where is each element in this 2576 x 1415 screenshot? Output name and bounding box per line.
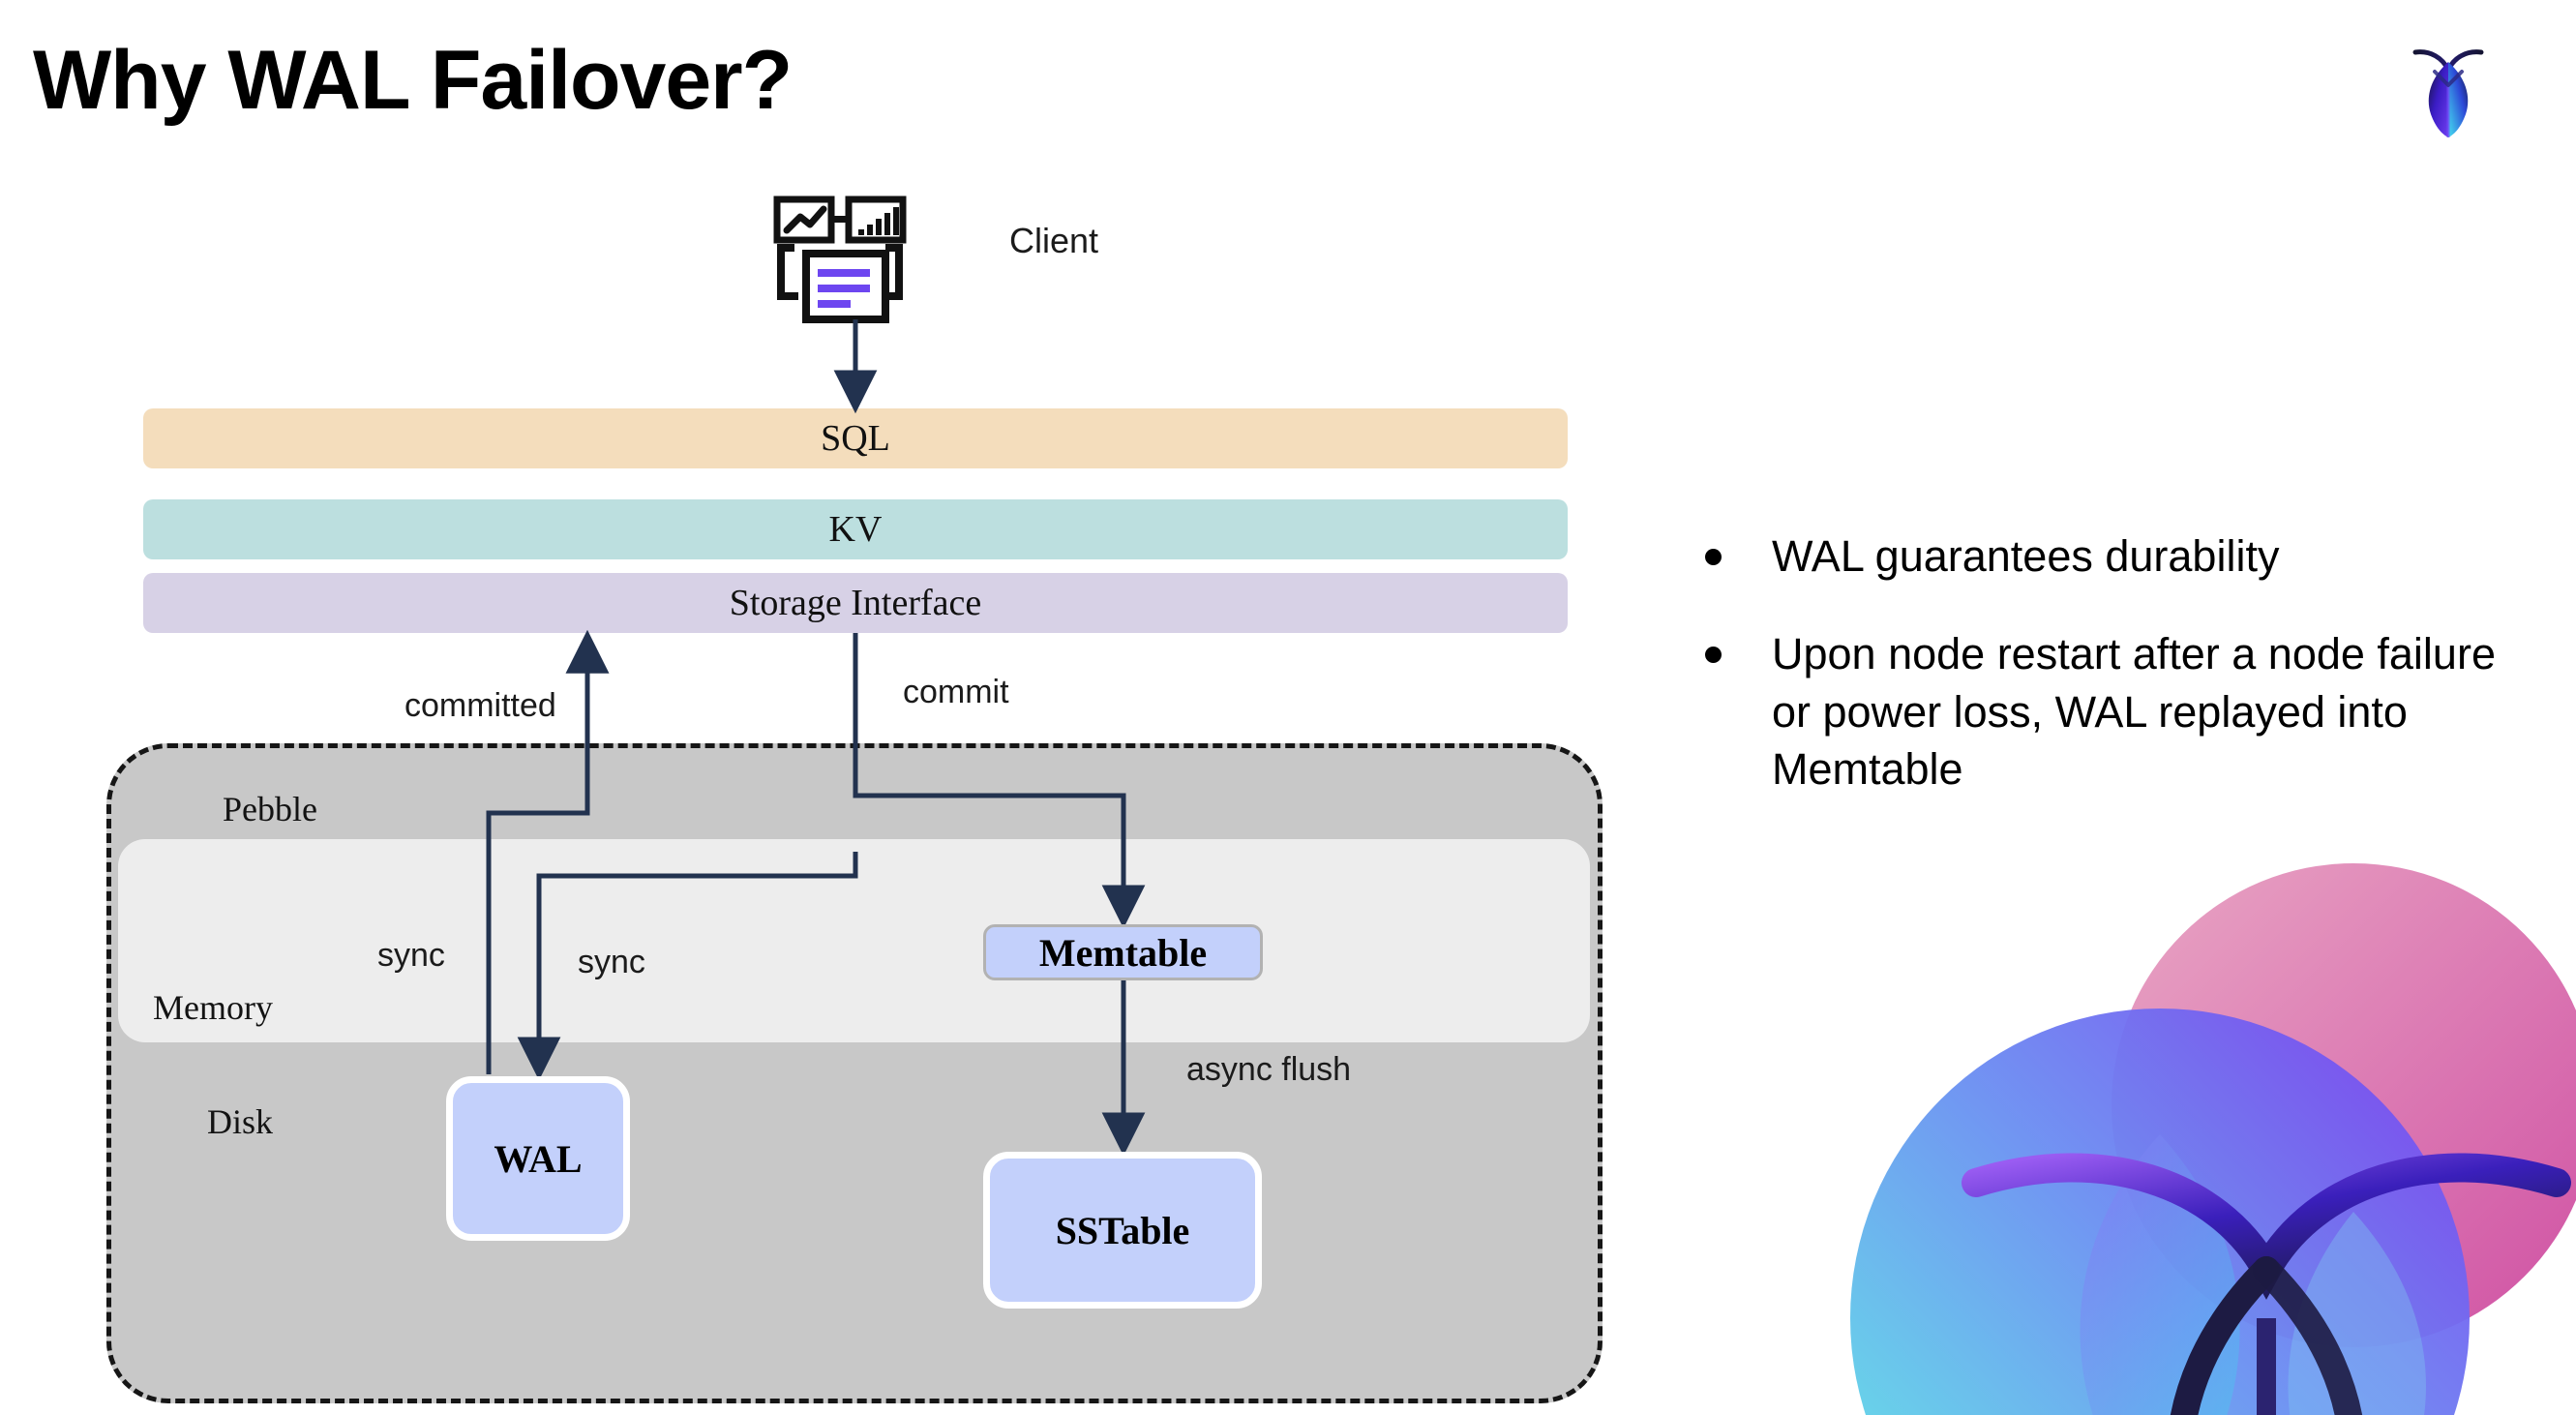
edge-label-commit: commit [903,674,1009,710]
layer-bar-sql: SQL [143,408,1568,468]
disk-label: Disk [207,1102,274,1141]
bullet-text: WAL guarantees durability [1772,531,2280,581]
memory-label: Memory [153,988,273,1027]
edge-label-sync-2: sync [578,944,645,980]
node-label-memtable: Memtable [1038,930,1208,975]
decorative-logo-graphic [1850,863,2576,1415]
edge-label-sync-1: sync [377,937,445,974]
node-label-wal: WAL [494,1136,583,1181]
layer-label-kv: KV [828,509,883,550]
layer-bar-kv: KV [143,499,1568,559]
pebble-label: Pebble [223,790,317,828]
bullet-dot-icon [1705,549,1722,565]
client-label: Client [1009,221,1099,260]
node-memtable: Memtable [983,924,1263,980]
client-icon [773,196,907,323]
layer-label-storage-interface: Storage Interface [729,583,982,623]
bullet-text: Upon node restart after a node failure o… [1772,629,2496,795]
node-wal: WAL [446,1076,630,1241]
bullet-item: Upon node restart after a node failure o… [1705,625,2508,798]
memory-region [118,839,1590,1042]
node-label-sstable: SSTable [1055,1208,1190,1252]
node-sstable: SSTable [983,1152,1262,1309]
bullet-item: WAL guarantees durability [1705,527,2508,585]
edge-label-committed: committed [404,687,556,724]
edge-label-async-flush: async flush [1186,1051,1352,1088]
layer-label-sql: SQL [821,418,890,459]
bullet-list: WAL guarantees durability Upon node rest… [1705,527,2508,839]
layer-bar-storage-interface: Storage Interface [143,573,1568,633]
cockroachdb-logo-icon [2412,49,2484,137]
bullet-dot-icon [1705,647,1722,664]
page-title: Why WAL Failover? [33,34,793,127]
